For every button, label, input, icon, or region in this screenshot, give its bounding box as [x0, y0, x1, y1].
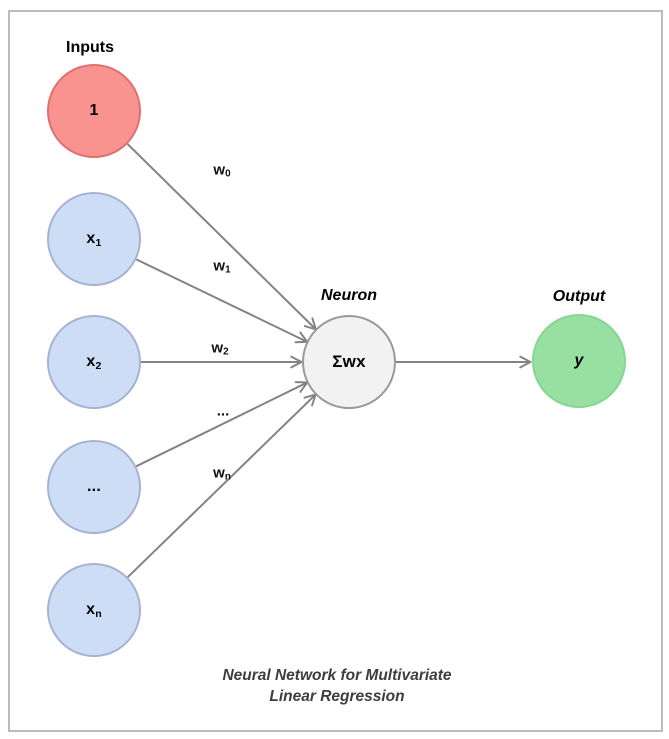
- edge-label-w2: w2: [211, 339, 229, 358]
- input-node-bias: 1: [47, 64, 141, 158]
- node-label-x2: x2: [86, 353, 102, 372]
- input-node-xn: xn: [47, 563, 141, 657]
- node-label-ellipsis: ...: [87, 478, 101, 495]
- neuron-group-title: Neuron: [321, 287, 377, 304]
- node-label-neuron: Σwx: [332, 352, 366, 371]
- node-label-output: y: [574, 352, 584, 369]
- input-node-ellipsis: ...: [47, 440, 141, 534]
- edge-label-w1: w1: [213, 257, 231, 276]
- edge-xn-neuron: [127, 395, 316, 578]
- input-node-x1: x1: [47, 192, 141, 286]
- edge-bias-neuron: [126, 143, 316, 329]
- edge-label-ellipsis: ...: [216, 402, 230, 420]
- caption-line-2: Linear Regression: [269, 688, 405, 705]
- edge-x1-neuron: [135, 258, 306, 341]
- inputs-group-title: Inputs: [66, 39, 114, 56]
- output-node: y: [532, 314, 626, 408]
- node-label-bias: 1: [89, 102, 99, 119]
- edge-label-w0: w0: [213, 161, 231, 180]
- node-label-x1: x1: [86, 230, 102, 249]
- edge-ellipsis-neuron: [135, 383, 307, 468]
- edge-label-wn: wn: [213, 464, 231, 483]
- diagram-caption: Neural Network for Multivariate Linear R…: [222, 665, 451, 707]
- caption-line-1: Neural Network for Multivariate: [222, 667, 452, 684]
- neuron-node: Σwx: [302, 315, 396, 409]
- input-node-x2: x2: [47, 315, 141, 409]
- node-label-xn: xn: [86, 601, 102, 620]
- output-group-title: Output: [552, 288, 606, 305]
